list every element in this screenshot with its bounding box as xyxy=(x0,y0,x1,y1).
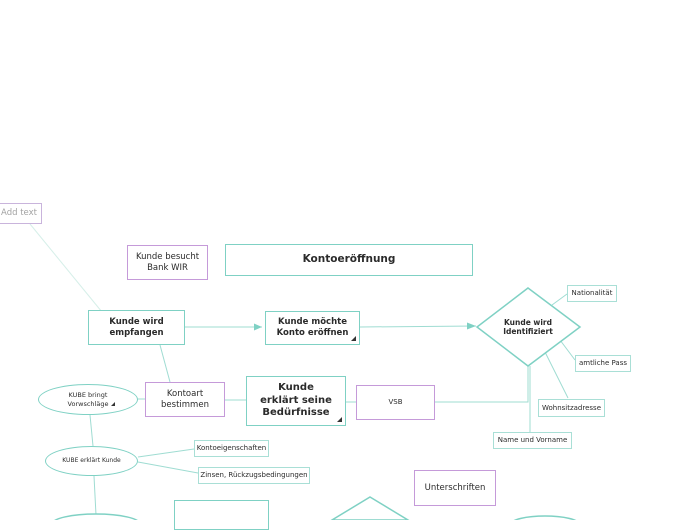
ellipse-bottom-right xyxy=(513,515,577,520)
node-vsb[interactable]: VSB xyxy=(356,385,435,420)
node-kunde-moechte[interactable]: Kunde möchte Konto eröffnen xyxy=(265,311,360,345)
node-kontoart[interactable]: Kontoart bestimmen xyxy=(145,382,225,417)
connector-kontoeigenschaften xyxy=(137,448,195,458)
connector-zinsen xyxy=(137,461,199,474)
node-kube-bringt[interactable]: KUBE bringt Vorwschläge xyxy=(38,384,138,415)
add-text-node[interactable]: Add text xyxy=(0,203,42,224)
connector-down xyxy=(93,475,97,516)
node-kontoeigenschaften[interactable]: Kontoeigenschaften xyxy=(194,440,269,457)
ellipse-bottom-left xyxy=(54,513,138,520)
node-unterschriften[interactable]: Unterschriften xyxy=(414,470,496,506)
node-name-vorname[interactable]: Name und Vorname xyxy=(493,432,572,449)
collapse-indicator-icon[interactable] xyxy=(337,417,342,422)
arrowhead-identifiziert xyxy=(467,322,476,330)
connector-nationalitaet xyxy=(551,293,568,306)
decision-identifiziert-shape xyxy=(475,287,582,367)
connector-wohnsitz xyxy=(544,351,569,399)
node-kunde-identifiziert[interactable]: Kunde wird Identifiziert xyxy=(503,317,553,336)
node-kunde-besucht[interactable]: Kunde besucht Bank WIR xyxy=(127,245,208,280)
node-bottom-rectangle[interactable] xyxy=(174,500,269,530)
connector-addtext xyxy=(29,223,103,313)
connector-kube-kube xyxy=(89,414,94,447)
arrowhead-moechte xyxy=(254,323,262,331)
node-amtlicher-pass[interactable]: amtliche Pass xyxy=(575,355,631,372)
node-kube-erklaert[interactable]: KUBE erklärt Kunde xyxy=(45,446,138,476)
node-kunde-wird-empfangen[interactable]: Kunde wird empfangen xyxy=(88,310,185,345)
collapse-indicator-icon[interactable] xyxy=(351,336,356,341)
title-node[interactable]: Kontoeröffnung xyxy=(225,244,473,276)
connector-empfangen-kontoart xyxy=(159,344,171,383)
node-zinsen[interactable]: Zinsen, Rückzugsbedingungen xyxy=(198,467,310,484)
connector-moechte-identifiziert xyxy=(359,325,477,328)
node-nationalitaet[interactable]: Nationalität xyxy=(567,285,617,302)
decision-bottom-shape xyxy=(330,496,410,520)
connector-pass xyxy=(559,339,576,361)
connector-vsb xyxy=(435,366,529,403)
node-wohnsitzadresse[interactable]: Wohnsitzadresse xyxy=(538,399,605,417)
node-kunde-erklaert[interactable]: Kunde erklärt seine Bedürfnisse xyxy=(246,376,346,426)
collapse-indicator-icon[interactable] xyxy=(111,402,115,406)
